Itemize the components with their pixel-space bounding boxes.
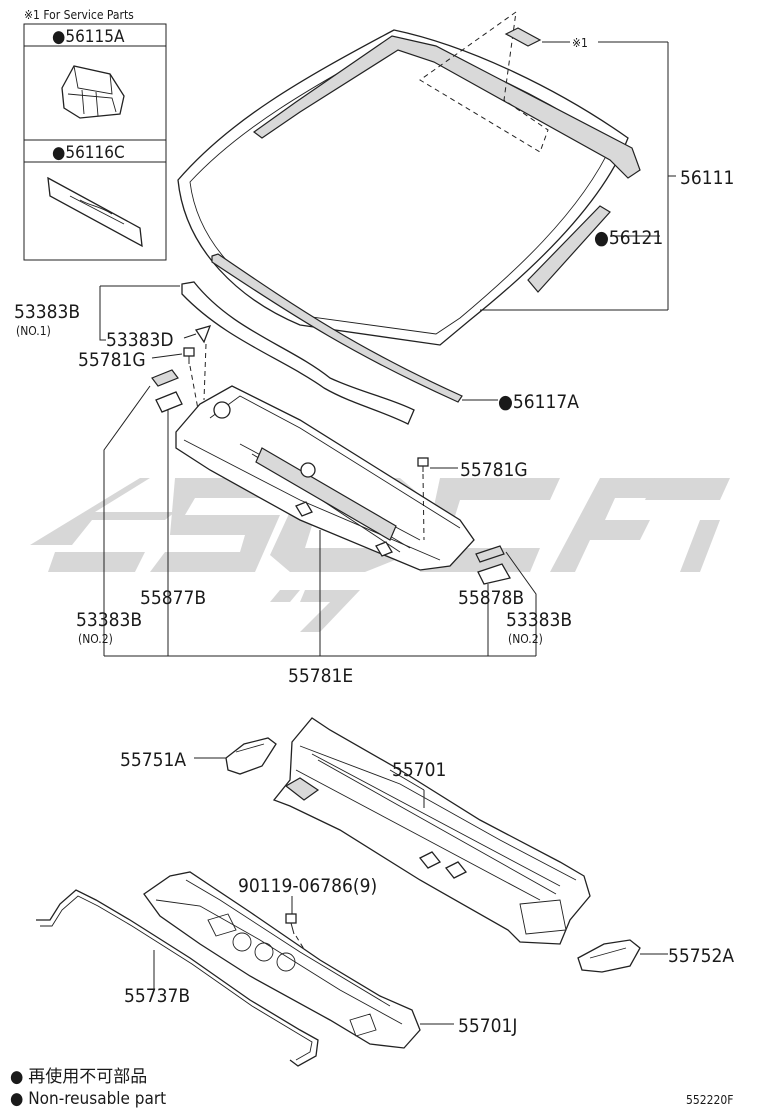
part-label-55737B: 55737B [124, 985, 190, 1007]
service-parts-inset: ●56115A ●56116C [23, 23, 167, 261]
bolt-90119-06786 [285, 913, 297, 935]
seal-53383B-no2-left [151, 369, 179, 387]
part-label-55781E: 55781E [288, 665, 353, 687]
service-part-1-clip [504, 27, 542, 47]
part-label-56117A: ●56117A [498, 391, 579, 413]
moulding-56116C-illustration [47, 176, 143, 248]
clip-55781G-left [183, 347, 195, 364]
part-label-56111: 56111 [680, 167, 734, 189]
windshield-glass-56111 [177, 11, 641, 346]
bracket-55878B [477, 563, 511, 585]
part-label-90119-06786: 90119-06786(9) [238, 875, 377, 897]
part-label-56121: ●56121 [594, 227, 663, 249]
weatherstrip-53383B-no1 [181, 281, 415, 425]
bracket-55877B [155, 391, 183, 413]
part-label-55701J: 55701J [458, 1015, 517, 1037]
part-label-55701: 55701 [392, 759, 446, 781]
part-sub-no1: (NO.1) [16, 324, 51, 338]
part-label-53383B-no2-left: 53383B [76, 609, 142, 631]
part-label-53383B-no2-right: 53383B [506, 609, 572, 631]
bracket-55752A [577, 939, 641, 973]
service-parts-note: ※1 For Service Parts [24, 8, 134, 22]
legend-line-japanese: ● 再使用不可部品 [10, 1066, 147, 1087]
ref-note-1: ※1 [572, 36, 588, 50]
part-label-53383D: 53383D [106, 329, 174, 351]
cowl-louver-55781E [175, 385, 475, 571]
seal-53383B-no2-right [475, 545, 505, 563]
clip-53383D [194, 325, 212, 344]
clip-55781G-right [417, 457, 429, 472]
part-label-55781G-left: 55781G [78, 349, 146, 371]
part-label-56115A: ●56115A [52, 27, 125, 47]
part-sub-no2-left: (NO.2) [78, 632, 113, 646]
part-label-55877B: 55877B [140, 587, 206, 609]
wire-harness-55737B [36, 889, 319, 1067]
part-sub-no2-right: (NO.2) [508, 632, 543, 646]
figure-code: 552220F [686, 1093, 733, 1107]
clip-56115A-illustration [61, 65, 125, 119]
dam-56117A [211, 253, 463, 403]
cowl-panel-55701 [272, 717, 591, 945]
part-label-53383B-no1: 53383B [14, 301, 80, 323]
legend-line-english: ● Non-reusable part [10, 1089, 166, 1109]
part-label-55752A: 55752A [668, 945, 734, 967]
part-label-55781G-right: 55781G [460, 459, 528, 481]
inner-cowl-55701J [143, 871, 421, 1049]
part-label-55878B: 55878B [458, 587, 524, 609]
part-label-56116C: ●56116C [52, 143, 125, 163]
part-label-55751A: 55751A [120, 749, 186, 771]
bracket-55751A [225, 737, 277, 775]
